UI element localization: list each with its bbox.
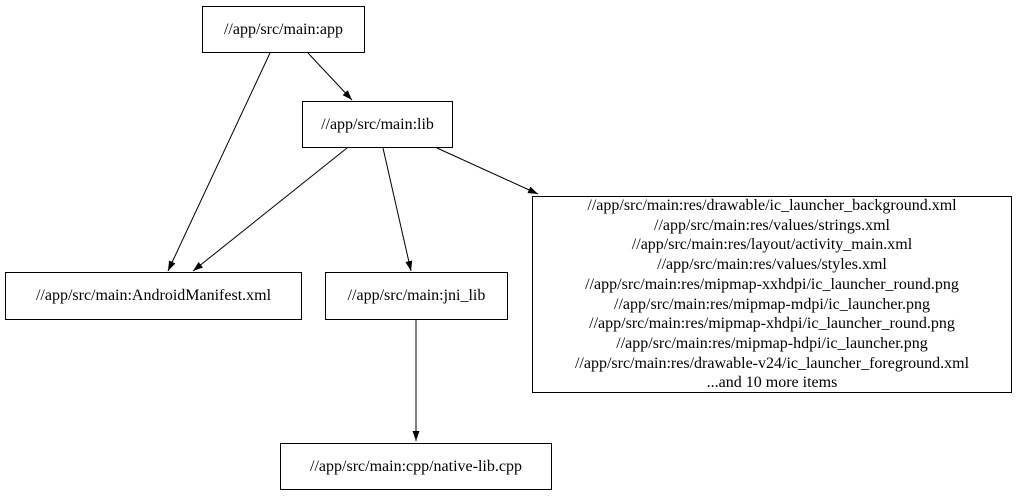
node-res-group: //app/src/main:res/drawable/ic_launcher_… [532, 196, 1012, 393]
node-jni-lib-label: //app/src/main:jni_lib [347, 287, 486, 305]
res-group-line: //app/src/main:res/values/styles.xml [657, 256, 887, 274]
edge-lib-jni-lib [382, 147, 413, 272]
res-group-line: //app/src/main:res/drawable/ic_launcher_… [587, 196, 957, 214]
node-jni-lib: //app/src/main:jni_lib [325, 272, 508, 320]
edge-app-android-manifest [167, 52, 271, 272]
res-group-line: //app/src/main:res/mipmap-mdpi/ic_launch… [614, 295, 930, 313]
edge-lib-res-group [436, 147, 539, 195]
res-group-more-items: ...and 10 more items [706, 374, 838, 392]
edge-app-lib [307, 52, 353, 101]
node-app-label: //app/src/main:app [223, 20, 344, 38]
edge-lib-android-manifest [192, 147, 348, 272]
res-group-line: //app/src/main:res/mipmap-hdpi/ic_launch… [616, 334, 928, 352]
res-group-line: //app/src/main:res/drawable-v24/ic_launc… [574, 354, 970, 372]
node-native-lib-cpp-label: //app/src/main:cpp/native-lib.cpp [310, 457, 522, 475]
node-native-lib-cpp: //app/src/main:cpp/native-lib.cpp [280, 443, 552, 490]
res-group-line: //app/src/main:res/values/strings.xml [654, 216, 890, 234]
res-group-line: //app/src/main:res/mipmap-xxhdpi/ic_laun… [585, 275, 959, 293]
node-android-manifest-label: //app/src/main:AndroidManifest.xml [35, 287, 272, 305]
node-android-manifest: //app/src/main:AndroidManifest.xml [5, 272, 302, 320]
res-group-line: //app/src/main:res/layout/activity_main.… [631, 236, 913, 254]
node-lib: //app/src/main:lib [302, 101, 453, 148]
res-group-line: //app/src/main:res/mipmap-xhdpi/ic_launc… [589, 315, 955, 333]
node-app: //app/src/main:app [202, 6, 365, 53]
node-lib-label: //app/src/main:lib [321, 115, 434, 133]
